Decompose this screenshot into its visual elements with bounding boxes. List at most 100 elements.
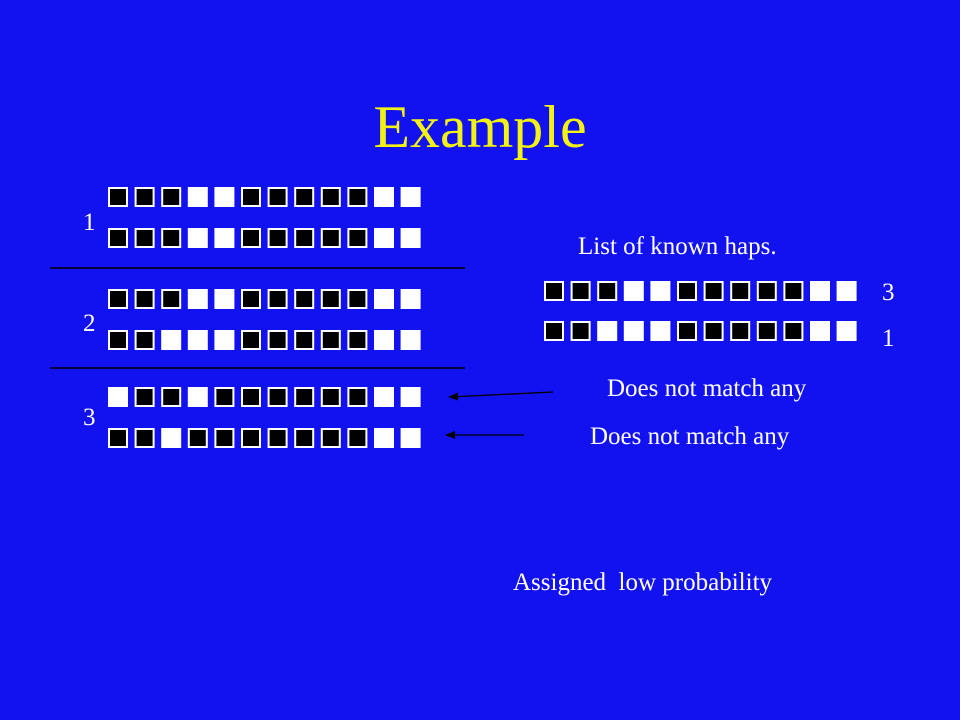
filled-cell: [134, 387, 155, 407]
empty-cell: [187, 330, 208, 350]
empty-cell: [623, 281, 644, 301]
filled-cell: [347, 187, 368, 207]
filled-cell: [320, 330, 341, 350]
empty-cell: [187, 387, 208, 407]
group-1-row-1: [108, 187, 421, 207]
filled-cell: [320, 428, 341, 448]
empty-cell: [187, 289, 208, 309]
empty-cell: [108, 387, 128, 407]
annotation-no-match-1: Does not match any: [607, 375, 807, 402]
filled-cell: [241, 289, 261, 309]
filled-cell: [347, 330, 368, 350]
arrow-1: [448, 391, 554, 401]
filled-cell: [161, 289, 182, 309]
filled-cell: [347, 428, 368, 448]
filled-cell: [108, 330, 128, 350]
filled-cell: [241, 187, 261, 207]
filled-cell: [320, 187, 341, 207]
group-label-1: 1: [83, 209, 96, 236]
empty-cell: [400, 330, 421, 350]
group-label-2: 2: [83, 310, 96, 337]
empty-cell: [836, 281, 857, 301]
empty-cell: [400, 187, 421, 207]
empty-cell: [214, 289, 235, 309]
filled-cell: [267, 228, 288, 248]
filled-cell: [267, 428, 288, 448]
filled-cell: [294, 387, 315, 407]
empty-cell: [187, 228, 208, 248]
filled-cell: [730, 281, 751, 301]
filled-cell: [597, 281, 618, 301]
empty-cell: [161, 330, 182, 350]
filled-cell: [703, 281, 724, 301]
empty-cell: [400, 228, 421, 248]
filled-cell: [241, 228, 261, 248]
annotation-no-match-2: Does not match any: [590, 423, 790, 450]
filled-cell: [783, 321, 804, 341]
known-hap-row-2: [544, 321, 857, 341]
filled-cell: [241, 387, 261, 407]
empty-cell: [187, 187, 208, 207]
filled-cell: [267, 187, 288, 207]
filled-cell: [677, 321, 697, 341]
empty-cell: [374, 289, 394, 309]
filled-cell: [677, 281, 697, 301]
empty-cell: [810, 321, 830, 341]
empty-cell: [623, 321, 644, 341]
filled-cell: [108, 187, 128, 207]
group-2-row-1: [108, 289, 421, 309]
filled-cell: [320, 289, 341, 309]
filled-cell: [294, 330, 315, 350]
filled-cell: [134, 289, 155, 309]
filled-cell: [570, 281, 591, 301]
empty-cell: [374, 228, 394, 248]
filled-cell: [241, 330, 261, 350]
empty-cell: [161, 428, 182, 448]
empty-cell: [650, 281, 671, 301]
filled-cell: [267, 289, 288, 309]
filled-cell: [108, 428, 128, 448]
empty-cell: [374, 387, 394, 407]
empty-cell: [597, 321, 618, 341]
known-hap-row-1: [544, 281, 857, 301]
filled-cell: [544, 281, 564, 301]
filled-cell: [347, 228, 368, 248]
group-2-row-2: [108, 330, 421, 350]
empty-cell: [214, 330, 235, 350]
filled-cell: [570, 321, 591, 341]
filled-cell: [134, 228, 155, 248]
filled-cell: [294, 187, 315, 207]
group-3-row-1: [108, 387, 421, 407]
filled-cell: [730, 321, 751, 341]
filled-cell: [267, 387, 288, 407]
empty-cell: [374, 330, 394, 350]
filled-cell: [241, 428, 261, 448]
empty-cell: [400, 289, 421, 309]
filled-cell: [214, 428, 235, 448]
slide-title: Example: [373, 94, 587, 160]
empty-cell: [374, 187, 394, 207]
filled-cell: [320, 228, 341, 248]
filled-cell: [134, 187, 155, 207]
known-haps-title: List of known haps.: [578, 233, 777, 260]
filled-cell: [544, 321, 564, 341]
filled-cell: [161, 387, 182, 407]
haplotype-cells: [108, 187, 857, 448]
filled-cell: [756, 321, 777, 341]
empty-cell: [836, 321, 857, 341]
filled-cell: [294, 228, 315, 248]
filled-cell: [187, 428, 208, 448]
empty-cell: [400, 387, 421, 407]
filled-cell: [134, 330, 155, 350]
filled-cell: [783, 281, 804, 301]
filled-cell: [214, 387, 235, 407]
filled-cell: [294, 289, 315, 309]
group-3-row-2: [108, 428, 421, 448]
empty-cell: [374, 428, 394, 448]
filled-cell: [703, 321, 724, 341]
filled-cell: [320, 387, 341, 407]
empty-cell: [214, 228, 235, 248]
filled-cell: [161, 228, 182, 248]
